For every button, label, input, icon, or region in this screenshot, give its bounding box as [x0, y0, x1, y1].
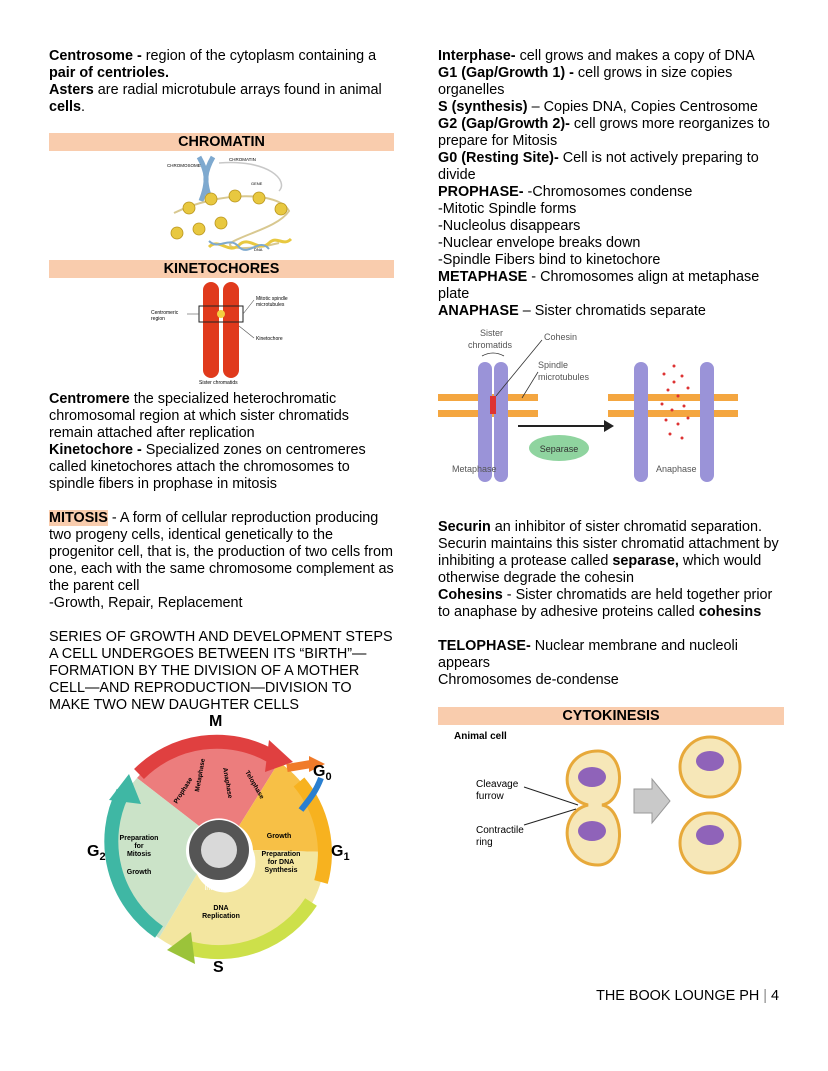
g1-def: G1 (Gap/Growth 1) - cell grows in size c…: [438, 65, 733, 98]
anaphase-def: ANAPHASE – Sister chromatids separate: [438, 303, 706, 319]
centromere-def: Centromere the specialized heterochromat…: [49, 391, 349, 441]
kinetochore-def: Kinetochore - Specialized zones on centr…: [49, 442, 366, 492]
svg-text:Mitosis: Mitosis: [127, 851, 151, 858]
telophase-def: TELOPHASE- Nuclear membrane and nucleoli…: [438, 638, 738, 671]
svg-text:ring: ring: [476, 837, 493, 848]
svg-text:Kinetochore: Kinetochore: [256, 336, 283, 342]
svg-text:chromatids: chromatids: [468, 340, 513, 350]
svg-text:Cohesin: Cohesin: [544, 332, 577, 342]
svg-text:G0: G0: [313, 763, 332, 783]
metaphase-def: METAPHASE - Chromosomes align at metapha…: [438, 269, 760, 302]
securin-def: Securin an inhibitor of sister chromatid…: [438, 519, 779, 586]
cytokinesis-header: CYTOKINESIS: [438, 707, 784, 725]
svg-text:for: for: [134, 843, 144, 850]
right-column: Interphase- cell grows and makes a copy …: [438, 48, 786, 890]
svg-text:G1: G1: [331, 843, 350, 863]
interphase-def: Interphase- cell grows and makes a copy …: [438, 48, 755, 64]
svg-text:Replication: Replication: [202, 913, 240, 920]
cohesins-def: Cohesins - Sister chromatids are held to…: [438, 587, 773, 620]
svg-text:furrow: furrow: [476, 791, 505, 802]
chromatin-header: CHROMATIN: [49, 133, 394, 151]
svg-text:M: M: [209, 714, 222, 730]
svg-text:Animal cell: Animal cell: [454, 731, 507, 742]
svg-text:Separase: Separase: [540, 444, 579, 454]
prophase-line: -Nuclear envelope breaks down: [438, 235, 641, 251]
svg-text:Centromeric: Centromeric: [151, 310, 179, 316]
s-def: S (synthesis) – Copies DNA, Copies Centr…: [438, 99, 758, 115]
svg-text:Growth: Growth: [267, 833, 292, 840]
telophase-line: Chromosomes de-condense: [438, 672, 619, 688]
cytokinesis-figure: Animal cell Cleavage furrow Contractile …: [454, 731, 742, 875]
svg-text:Sister chromatids: Sister chromatids: [199, 380, 238, 386]
svg-text:DNA: DNA: [254, 247, 263, 252]
asters-def: Asters are radial microtubule arrays fou…: [49, 82, 382, 115]
svg-text:GENE: GENE: [251, 181, 263, 186]
svg-text:Metaphase: Metaphase: [452, 464, 497, 474]
svg-text:Growth: Growth: [127, 869, 152, 876]
svg-text:Preparation: Preparation: [120, 835, 159, 842]
mitosis-def: MITOSIS - A form of cellular reproductio…: [49, 510, 394, 594]
svg-text:microtubules: microtubules: [256, 302, 285, 308]
separase-figure: Sister chromatids Cohesin Spindle microt…: [438, 328, 738, 482]
kinetochore-figure: Mitotic spindle microtubules Centromeric…: [151, 282, 288, 386]
svg-text:region: region: [151, 316, 165, 322]
series-paragraph: SERIES OF GROWTH AND DEVELOPMENT STEPS A…: [49, 629, 393, 713]
svg-text:CHROMOSOME: CHROMOSOME: [167, 163, 201, 168]
svg-text:G2: G2: [87, 843, 106, 863]
svg-text:S: S: [213, 959, 224, 974]
svg-text:Interphase: Interphase: [204, 885, 237, 892]
chromatin-figure: CHROMOSOME CHROMATIN GENE DNA: [167, 155, 293, 252]
svg-text:Preparation: Preparation: [262, 851, 301, 858]
left-column: Centrosome - region of the cytoplasm con…: [49, 48, 394, 979]
svg-text:for DNA: for DNA: [268, 859, 294, 866]
svg-text:Contractile: Contractile: [476, 825, 524, 836]
prophase-line: -Mitotic Spindle forms: [438, 201, 577, 217]
g0-def: G0 (Resting Site)- Cell is not actively …: [438, 150, 759, 183]
svg-text:Mitotic spindle: Mitotic spindle: [256, 296, 288, 302]
mitosis-uses: -Growth, Repair, Replacement: [49, 595, 243, 611]
g2-def: G2 (Gap/Growth 2)- cell grows more reorg…: [438, 116, 770, 149]
svg-text:Sister: Sister: [480, 328, 503, 338]
cell-cycle-diagram: M G0 G1 G2 S Prophase Metaphase Anaphase…: [87, 713, 350, 976]
svg-text:Synthesis: Synthesis: [264, 867, 297, 874]
kinetochores-header: KINETOCHORES: [49, 260, 394, 278]
svg-text:Anaphase: Anaphase: [656, 464, 697, 474]
svg-text:microtubules: microtubules: [538, 372, 590, 382]
svg-text:Cleavage: Cleavage: [476, 779, 519, 790]
prophase-def: PROPHASE- -Chromosomes condense: [438, 184, 693, 200]
page-footer: THE BOOK LOUNGE PH | 4: [596, 988, 779, 1004]
prophase-line: -Spindle Fibers bind to kinetochore: [438, 252, 661, 268]
svg-text:Spindle: Spindle: [538, 360, 568, 370]
prophase-line: -Nucleolus disappears: [438, 218, 581, 234]
svg-text:CHROMATIN: CHROMATIN: [229, 157, 256, 162]
centrosome-def: Centrosome - region of the cytoplasm con…: [49, 48, 377, 81]
svg-text:DNA: DNA: [213, 905, 228, 912]
